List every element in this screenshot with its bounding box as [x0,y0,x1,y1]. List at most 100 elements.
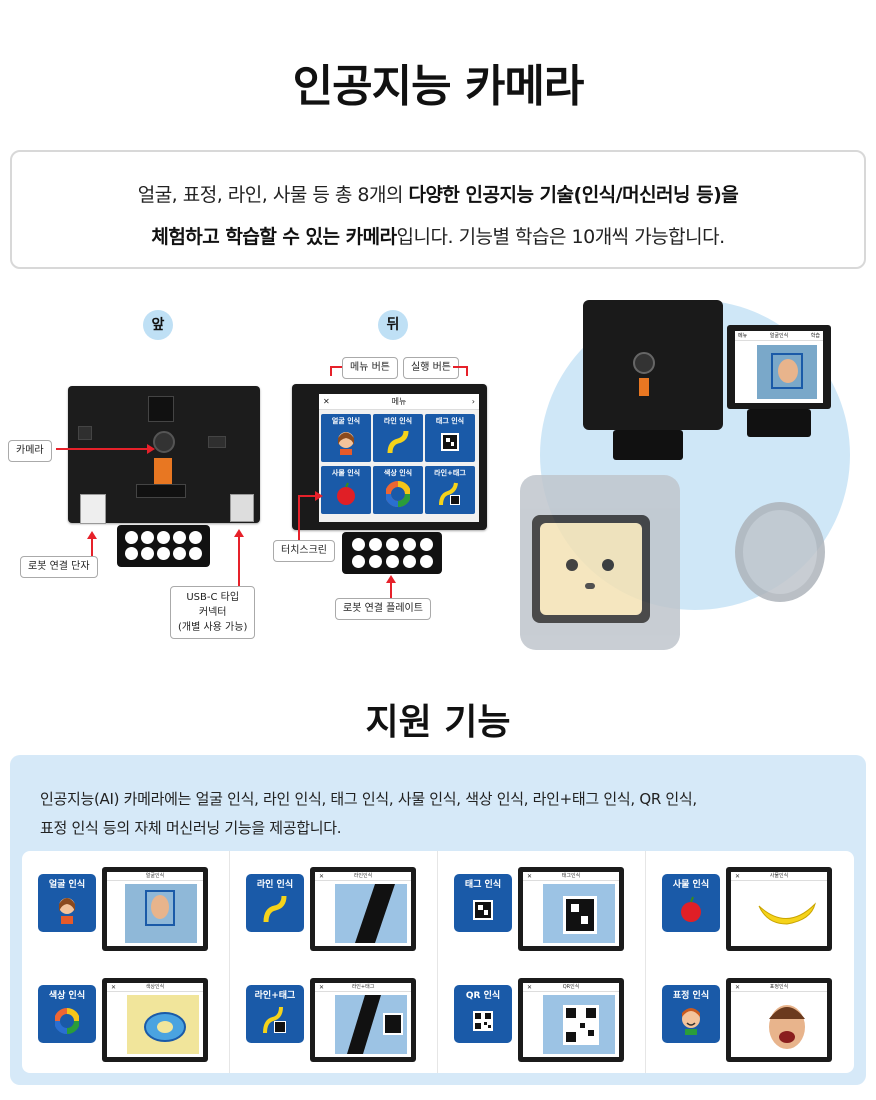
feature-screen-title: 색상인식 [107,983,203,992]
feature-screen-title: QR인식 [523,983,619,992]
plate-hole [125,547,138,560]
child-face [778,359,798,383]
qr-graphic [563,1005,599,1045]
camera-lens [153,431,175,453]
feature-label: QR 인식 [465,991,501,1001]
ribbon-cable [154,458,172,488]
feature-qr[interactable]: QR 인식 ✕ QR인식 [438,962,646,1073]
feature-expression[interactable]: 표정 인식 ✕ 표정인식 [646,962,854,1073]
tag-icon [441,433,459,451]
plate-hole [125,531,138,544]
intro-bold-text: 체험하고 학습할 수 있는 카메라 [151,226,397,248]
feature-screen-title: 사물인식 [731,872,827,881]
callout-line [238,536,240,586]
plate-hole [189,547,202,560]
usbc-callout-line: (개별 사용 가능) [178,622,248,633]
tile-line-tag[interactable]: 라인+태그 [425,466,475,514]
robot-screen: 메뉴 얼굴인식 학습 [735,331,823,403]
chevron-right-icon[interactable]: › [471,397,475,406]
robot-body [520,475,680,650]
back-badge: 뒤 [378,310,408,340]
robot-wheel [735,502,825,602]
chip [148,396,174,422]
feature-line-tag[interactable]: 라인+태그 ✕ 라인+태그 [230,962,438,1073]
intro-bold-text: 다양한 인공지능 기술(인식/머신러닝 등)을 [408,184,739,206]
touchscreen-callout: 터치스크린 [273,540,335,562]
feature-screen: 얼굴인식 [102,867,208,951]
feature-icon-tile: 색상 인식 [38,985,96,1043]
usbc-callout: USB-C 타입 커넥터 (개별 사용 가능) [170,586,256,639]
feature-icon-tile: 표정 인식 [662,985,720,1043]
line-graphic [355,884,395,943]
plate-hole [403,555,416,568]
feature-object[interactable]: 사물 인식 ✕ 사물인식 [646,851,854,962]
feature-screen: ✕ QR인식 [518,978,624,1062]
plate-hole [369,538,382,551]
feature-line[interactable]: 라인 인식 ✕ 라인인식 [230,851,438,962]
tile-color[interactable]: 색상 인식 [373,466,423,514]
plate-hole [369,555,382,568]
plate-hole [157,547,170,560]
tile-object[interactable]: 사물 인식 [321,466,371,514]
feature-label: 태그 인식 [464,880,502,890]
tag-graphic [563,896,597,934]
hardware-section: 앞 카메라 로봇 연결 단자 USB-C 타입 커넥터 (개별 사용 가능) 뒤… [0,280,876,680]
close-icon[interactable]: ✕ [323,397,330,406]
page-title: 인공지능 카메라 [292,61,585,112]
intro-text: 얼굴, 표정, 라인, 사물 등 총 8개의 [137,184,409,206]
feature-color[interactable]: 색상 인식 ✕ 색상인식 [22,962,230,1073]
plate-hole [141,547,154,560]
tile-label: 태그 인식 [435,417,465,425]
face-detection-box [145,890,175,926]
tile-label: 라인 인식 [383,417,413,425]
features-title: 지원 기능 [365,702,511,743]
robot-screen-learn: 학습 [810,333,820,339]
feature-icon-tile: 태그 인식 [454,874,512,932]
banana-graphic [758,902,816,925]
face-icon [59,898,75,924]
feature-screen-title: 라인+태그 [315,983,411,992]
line-icon [263,895,287,923]
plate-hole [173,547,186,560]
feature-face[interactable]: 얼굴 인식 얼굴인식 [22,851,230,962]
robot-eye [602,559,614,571]
features-desc-1: 인공지능(AI) 카메라에는 얼굴 인식, 라인 인식, 태그 인식, 사물 인… [40,790,697,808]
run-button-callout: 실행 버튼 [403,357,459,379]
feature-screen-inner: ✕ 표정인식 [731,983,827,1057]
menu-button-callout: 메뉴 버튼 [342,357,398,379]
robot-camera-module [583,300,723,460]
plate-hole [352,538,365,551]
feature-screen: ✕ 표정인식 [726,978,832,1062]
back-pin-plate [342,532,442,574]
line-tag-icon [263,1006,286,1034]
feature-screen-title: 라인인식 [315,872,411,881]
plate-hole [420,555,433,568]
feature-icon-tile: 사물 인식 [662,874,720,932]
color-wheel-icon [386,481,410,507]
feature-screen-view [543,884,615,943]
usb-c-connector [230,494,254,522]
feature-label: 표정 인식 [672,991,710,1001]
tile-tag[interactable]: 태그 인식 [425,414,475,462]
front-badge: 앞 [143,310,173,340]
feature-tag[interactable]: 태그 인식 ✕ 태그인식 [438,851,646,962]
tile-label: 라인+태그 [434,469,466,477]
feature-icon-tile: 얼굴 인식 [38,874,96,932]
robot-screen-bar: 메뉴 얼굴인식 학습 [735,331,823,341]
feature-screen-inner: ✕ 라인인식 [315,872,411,946]
features-desc-2: 표정 인식 등의 자체 머신러닝 기능을 제공합니다. [40,819,342,837]
close-icon: ✕ [111,984,117,991]
intro-line-1: 얼굴, 표정, 라인, 사물 등 총 8개의 다양한 인공지능 기술(인식/머신… [12,180,864,207]
robot-screen-module: 메뉴 얼굴인식 학습 [727,325,831,437]
touchscreen[interactable]: ✕ 메뉴 › 얼굴 인식 라인 인식 태그 인식 사물 인식 색상 인식 라인+… [319,394,479,522]
apple-icon [681,896,701,922]
tile-face[interactable]: 얼굴 인식 [321,414,371,462]
tile-line[interactable]: 라인 인식 [373,414,423,462]
screen-menu-bar: ✕ 메뉴 › [319,394,479,410]
plate-hole [157,531,170,544]
feature-screen-view [751,884,823,943]
child-face [151,895,169,919]
callout-line [298,495,300,540]
feature-screen-inner: ✕ QR인식 [523,983,619,1057]
feature-screen-view [127,995,199,1054]
